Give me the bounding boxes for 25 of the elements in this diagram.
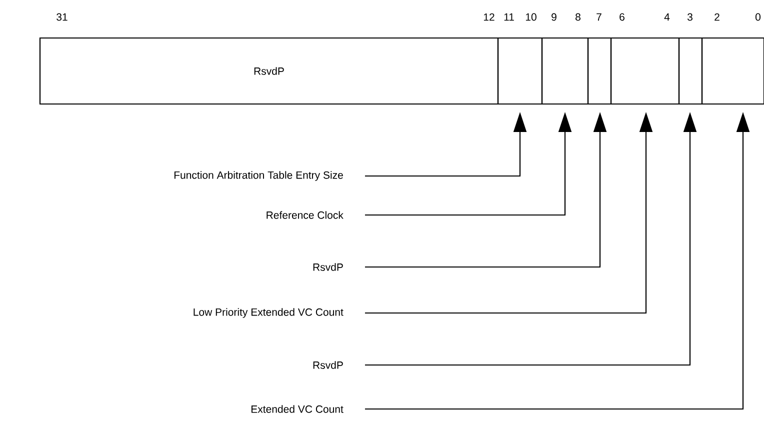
bit-field-box xyxy=(678,37,703,105)
bit-number: 3 xyxy=(687,13,692,21)
bit-number: 8 xyxy=(576,13,580,21)
bit-number: 7 xyxy=(596,13,602,21)
bit-number: 0 xyxy=(756,13,760,21)
bit-number: 9 xyxy=(552,13,556,21)
bit-number: 31 xyxy=(56,13,68,21)
bit-field-box xyxy=(587,37,612,105)
bit-field-box xyxy=(541,37,589,105)
bit-field-box xyxy=(610,37,680,105)
bit-number: 2 xyxy=(714,13,720,21)
bit-number: 12 xyxy=(484,13,494,21)
bit-number: 11 xyxy=(504,13,514,21)
bit-number: 10 xyxy=(526,13,536,21)
field-label: RsvdP xyxy=(313,361,343,369)
register-field: RsvdP xyxy=(39,37,499,105)
bit-field-box xyxy=(497,37,543,105)
field-label: Low Priority Extended VC Count xyxy=(194,308,344,318)
field-label: Extended VC Count xyxy=(252,405,344,413)
bit-number: 4 xyxy=(664,13,670,21)
bit-field-box xyxy=(701,37,764,105)
field-label: Function Arbitration Table Entry Size xyxy=(174,171,343,181)
bit-number: 6 xyxy=(620,13,624,21)
field-label: RsvdP xyxy=(313,263,343,271)
field-label: Reference Clock xyxy=(266,211,344,219)
